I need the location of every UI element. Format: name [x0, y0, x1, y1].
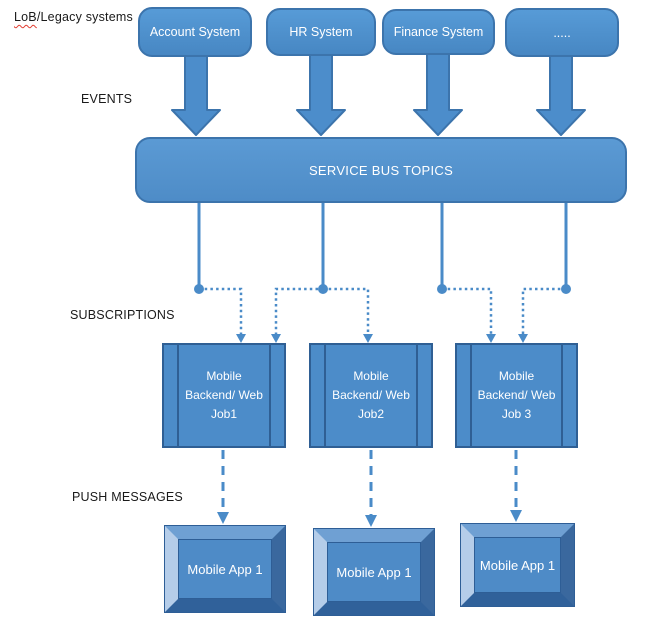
lob-label-prefix: LoB: [14, 10, 37, 24]
mobile-app-box-2: Mobile App 1: [313, 528, 435, 616]
system-box-label: Account System: [149, 25, 241, 39]
system-box-label: .....: [553, 25, 571, 40]
service-bus-topics-box: SERVICE BUS TOPICS: [135, 137, 627, 203]
system-box-label: HR System: [289, 25, 353, 39]
mobile-app-box-1: Mobile App 1: [164, 525, 286, 613]
bevel-frame: [314, 529, 434, 615]
process-side-line: [269, 345, 271, 446]
service-bus-label: SERVICE BUS TOPICS: [308, 162, 454, 178]
block-arrow-others: [536, 54, 586, 136]
bevel-frame: [165, 526, 285, 612]
system-box-hr: HR System: [266, 8, 376, 56]
subscriptions-label: SUBSCRIPTIONS: [70, 308, 175, 322]
events-label: EVENTS: [81, 92, 133, 106]
topic-lines: [194, 203, 571, 294]
event-block-arrows: [171, 52, 586, 136]
subscriber-label: Mobile Backend/ Web Job 3: [477, 368, 556, 422]
push-connectors: [221, 450, 518, 515]
system-box-others: .....: [505, 8, 619, 57]
system-box-finance: Finance System: [382, 9, 495, 55]
bevel-frame: [461, 524, 574, 606]
mobile-app-box-3: Mobile App 1: [460, 523, 575, 607]
process-side-line: [561, 345, 563, 446]
subscriber-label: Mobile Backend/ Web Job2: [332, 368, 410, 422]
system-box-account: Account System: [138, 7, 252, 57]
process-side-line: [470, 345, 472, 446]
push-arrowheads: [217, 510, 522, 527]
block-arrow-hr: [296, 53, 346, 136]
process-side-line: [324, 345, 326, 446]
block-arrow-finance: [413, 52, 463, 136]
mobile-app-face: Mobile App 1: [327, 542, 421, 602]
subscriber-box-webjob3: Mobile Backend/ Web Job 3: [455, 343, 578, 448]
process-side-line: [416, 345, 418, 446]
mobile-app-label: Mobile App 1: [479, 557, 556, 573]
process-side-line: [177, 345, 179, 446]
mobile-app-label: Mobile App 1: [187, 561, 263, 577]
subscriber-box-webjob2: Mobile Backend/ Web Job2: [309, 343, 433, 448]
lob-label-suffix: /Legacy systems: [36, 10, 133, 24]
block-arrow-account: [171, 54, 221, 136]
mobile-app-face: Mobile App 1: [474, 537, 561, 593]
lob-legacy-label: LoB/Legacy systems: [14, 10, 133, 24]
subscriber-label: Mobile Backend/ Web Job1: [185, 368, 263, 422]
mobile-app-label: Mobile App 1: [336, 564, 412, 580]
subscriber-box-webjob1: Mobile Backend/ Web Job1: [162, 343, 286, 448]
system-box-label: Finance System: [393, 25, 484, 39]
subscription-connectors: [199, 287, 566, 335]
subscription-arrowheads: [236, 334, 528, 343]
push-messages-label: PUSH MESSAGES: [72, 490, 183, 504]
mobile-app-face: Mobile App 1: [178, 539, 272, 599]
